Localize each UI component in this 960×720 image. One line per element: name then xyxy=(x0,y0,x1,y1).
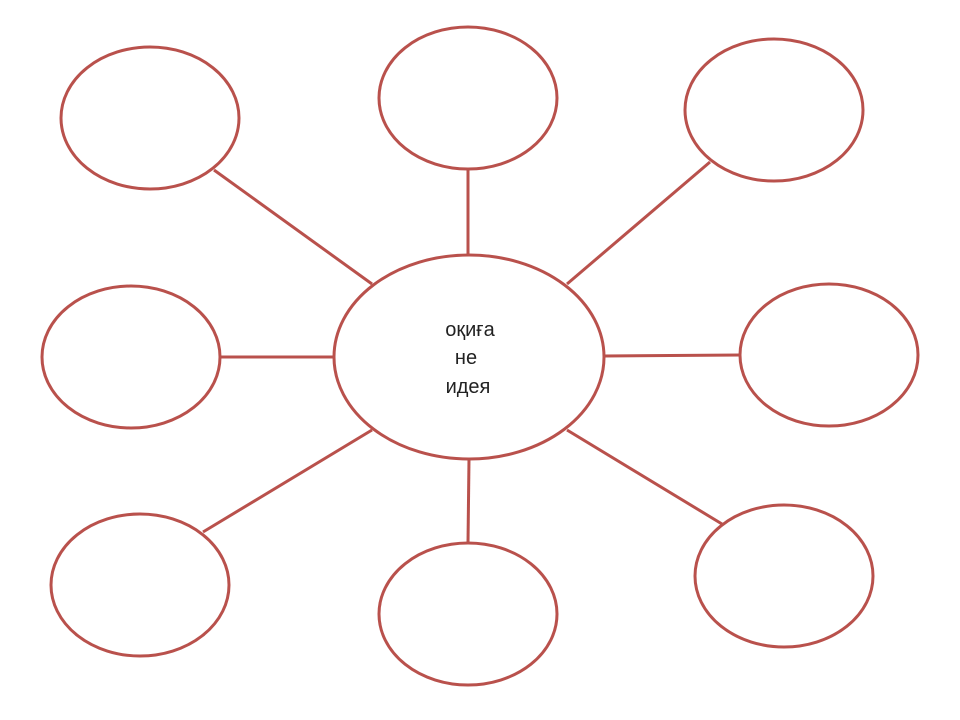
center-label-line-1: оқиға xyxy=(445,319,495,341)
branch-node-top xyxy=(377,25,559,171)
center-ellipse xyxy=(332,253,606,461)
connector-top-left xyxy=(213,168,373,286)
connector-top-right xyxy=(566,160,711,286)
center-label-line-3: идея xyxy=(446,376,491,398)
connectors xyxy=(202,160,742,544)
branch-node-bottom-right xyxy=(693,503,875,649)
connector-bottom-right xyxy=(566,428,723,526)
branch-node-top-left xyxy=(59,45,241,191)
connector-bottom xyxy=(466,458,471,544)
branch-node-left xyxy=(40,284,222,430)
branch-node-bottom-left xyxy=(49,512,231,658)
branch-nodes xyxy=(40,25,920,687)
branch-node-top-right xyxy=(683,37,865,183)
connector-bottom-left xyxy=(202,428,373,534)
center-node: оқиға не идея xyxy=(332,253,606,461)
center-label-line-2: не xyxy=(455,347,477,369)
branch-node-right xyxy=(738,282,920,428)
connector-right xyxy=(603,353,742,358)
branch-node-bottom xyxy=(377,541,559,687)
